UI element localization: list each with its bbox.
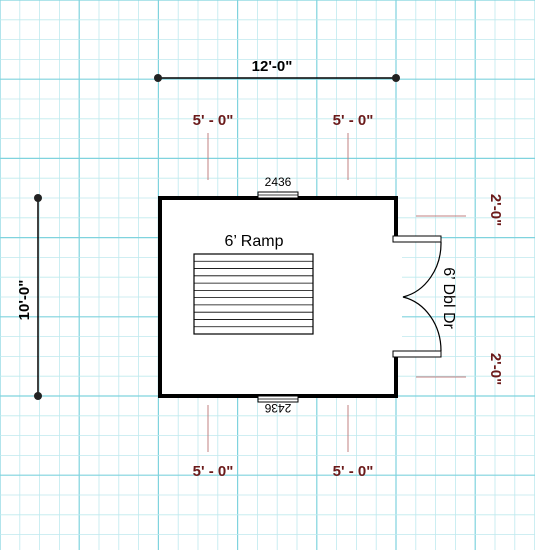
bottom-spacing-dimensions: 5' - 0" 5' - 0"	[193, 405, 374, 480]
door-leaf-bottom	[392, 350, 442, 358]
overall-height-label: 10'-0"	[16, 280, 33, 321]
ramp-steps	[194, 260, 313, 328]
ramp: 6’ Ramp	[193, 233, 314, 335]
overall-height-dimension: 10'-0"	[16, 194, 42, 400]
top-left-spacing-label: 5' - 0"	[193, 112, 234, 129]
top-right-spacing-label: 5' - 0"	[333, 112, 374, 129]
door-label: 6’ Dbl Dr	[440, 267, 457, 329]
window-top: 2436	[257, 175, 299, 199]
door-leaf-top	[392, 235, 442, 243]
overall-width-label: 12'-0"	[252, 58, 293, 75]
overall-width-dimension: 12'-0"	[154, 58, 400, 82]
bottom-left-spacing-label: 5' - 0"	[193, 463, 234, 480]
right-bottom-offset-label: 2'-0"	[487, 353, 504, 385]
ramp-outline	[193, 253, 314, 335]
width-dimension-endpoint-right	[392, 74, 400, 82]
right-offset-dimensions: 2'-0" 2'-0"	[416, 194, 504, 385]
bottom-right-spacing-label: 5' - 0"	[333, 463, 374, 480]
width-dimension-endpoint-left	[154, 74, 162, 82]
door-swing-top	[402, 241, 442, 298]
height-dimension-endpoint-bottom	[34, 392, 42, 400]
door-swing-bottom	[402, 296, 442, 352]
window-top-label: 2436	[265, 175, 292, 189]
ramp-label: 6’ Ramp	[225, 233, 284, 250]
height-dimension-endpoint-top	[34, 194, 42, 202]
right-top-offset-label: 2'-0"	[487, 194, 504, 226]
top-spacing-dimensions: 5' - 0" 5' - 0"	[193, 112, 374, 180]
double-door: 6’ Dbl Dr	[390, 235, 457, 358]
window-bottom: 2436	[257, 395, 299, 415]
window-bottom-label: 2436	[264, 401, 291, 415]
